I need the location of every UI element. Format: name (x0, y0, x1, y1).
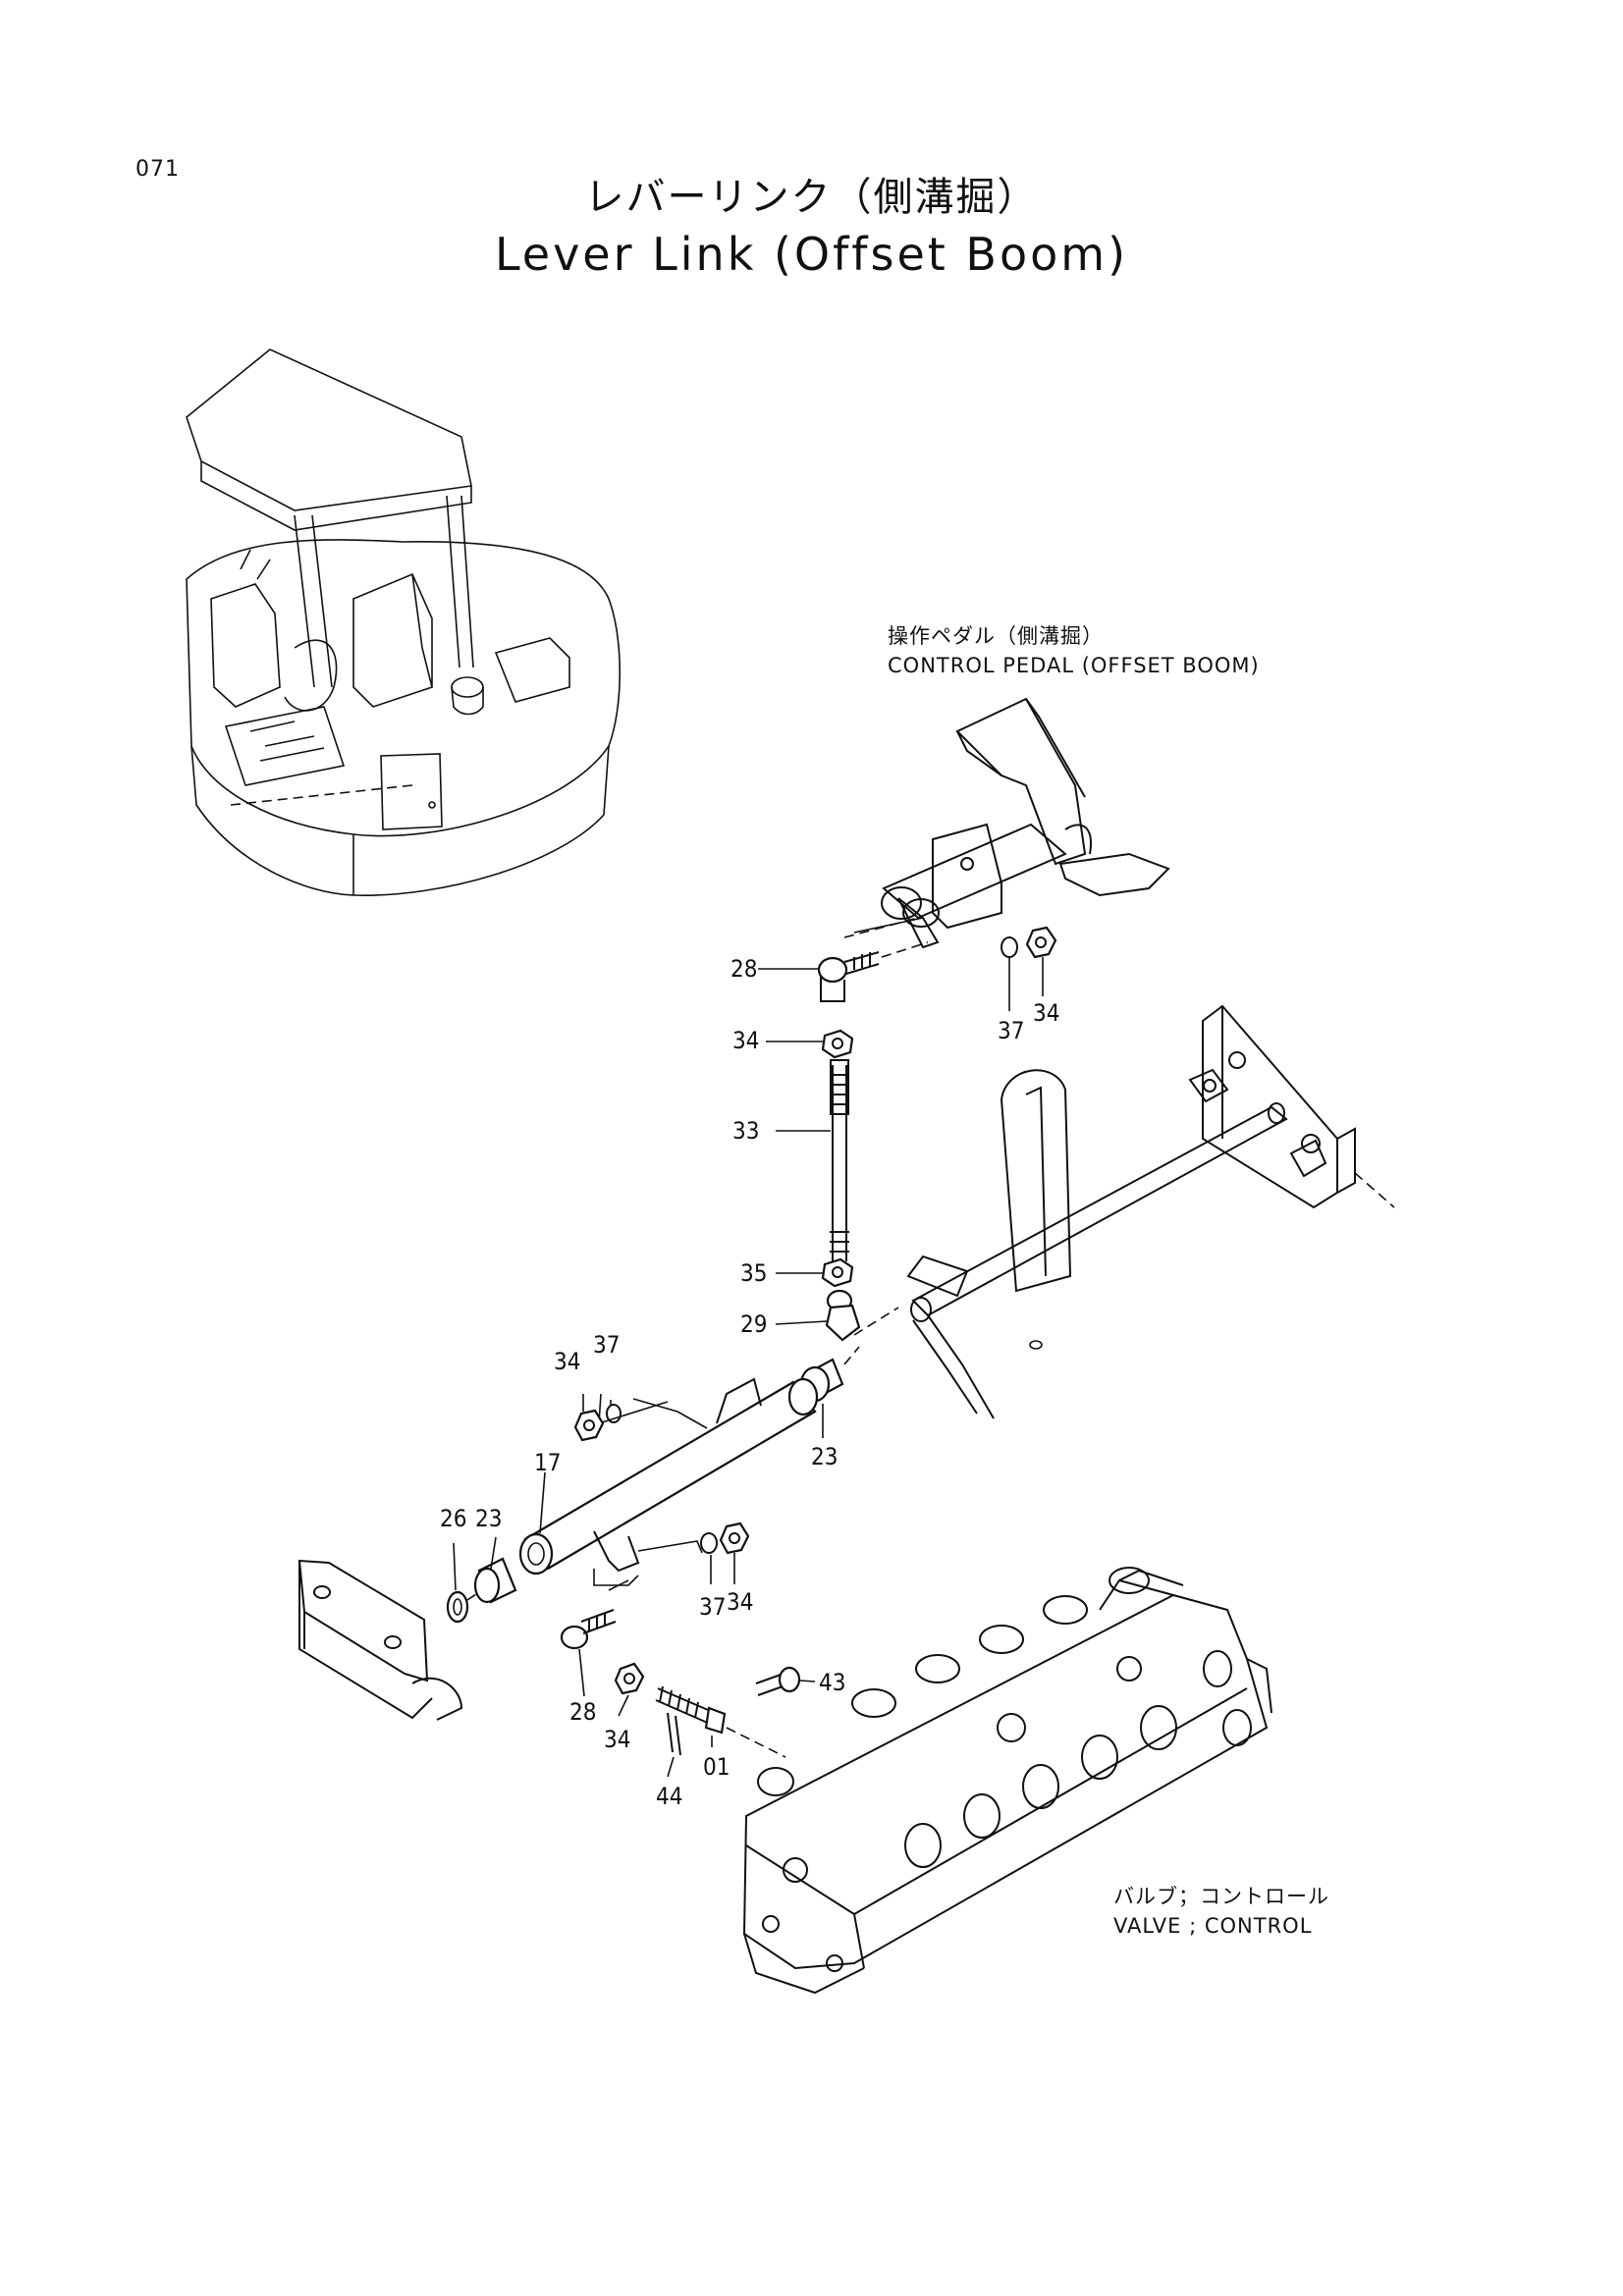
callout-34-upper-right: 34 (1033, 999, 1059, 1027)
callout-23-right: 23 (811, 1443, 838, 1470)
leader-lines (453, 957, 1044, 1778)
control-pedal-illustration (843, 697, 1170, 949)
excavator-overview-illustration (186, 348, 621, 896)
callout-numbers: 28 37 34 34 33 35 29 34 37 23 17 23 26 3… (440, 955, 1059, 1810)
callout-01: 01 (703, 1753, 730, 1781)
callout-37-left: 37 (593, 1331, 620, 1359)
callout-34-lower: 34 (727, 1588, 753, 1616)
callout-34-bottom: 34 (604, 1726, 630, 1753)
callout-35: 35 (740, 1259, 767, 1287)
mounting-bracket-illustration (906, 1004, 1395, 1419)
callout-28-lower: 28 (569, 1698, 596, 1726)
callout-37-upper: 37 (998, 1017, 1024, 1044)
callout-17: 17 (534, 1449, 561, 1476)
callout-29: 29 (740, 1310, 767, 1338)
page-number: 071 (135, 157, 180, 182)
title-japanese: レバーリンク（側溝掘） (584, 175, 1039, 220)
rod-assembly (765, 926, 1057, 1410)
control-pedal-label-en: CONTROL PEDAL (OFFSET BOOM) (888, 654, 1260, 677)
callout-34-upper-left: 34 (732, 1027, 759, 1054)
callout-23-left: 23 (475, 1505, 502, 1532)
side-bracket-illustration (298, 1559, 463, 1721)
lever-tube-assembly (446, 1377, 819, 1624)
valve-label-en: VALVE ; CONTROL (1113, 1914, 1313, 1938)
callout-28-upper: 28 (730, 955, 757, 983)
callout-26: 26 (440, 1505, 466, 1532)
control-pedal-label-jp: 操作ペダル（側溝掘） (888, 624, 1104, 648)
title-english: Lever Link (Offset Boom) (494, 228, 1129, 281)
valve-label-jp: バルブ；コントロール (1113, 1885, 1329, 1908)
control-valve-illustration (742, 1567, 1272, 1995)
lower-link-parts (560, 1579, 801, 1758)
callout-37-lower: 37 (699, 1593, 726, 1621)
callout-33: 33 (732, 1117, 759, 1145)
callout-44: 44 (656, 1783, 682, 1810)
callout-43: 43 (819, 1669, 845, 1696)
callout-34-left: 34 (554, 1348, 580, 1375)
